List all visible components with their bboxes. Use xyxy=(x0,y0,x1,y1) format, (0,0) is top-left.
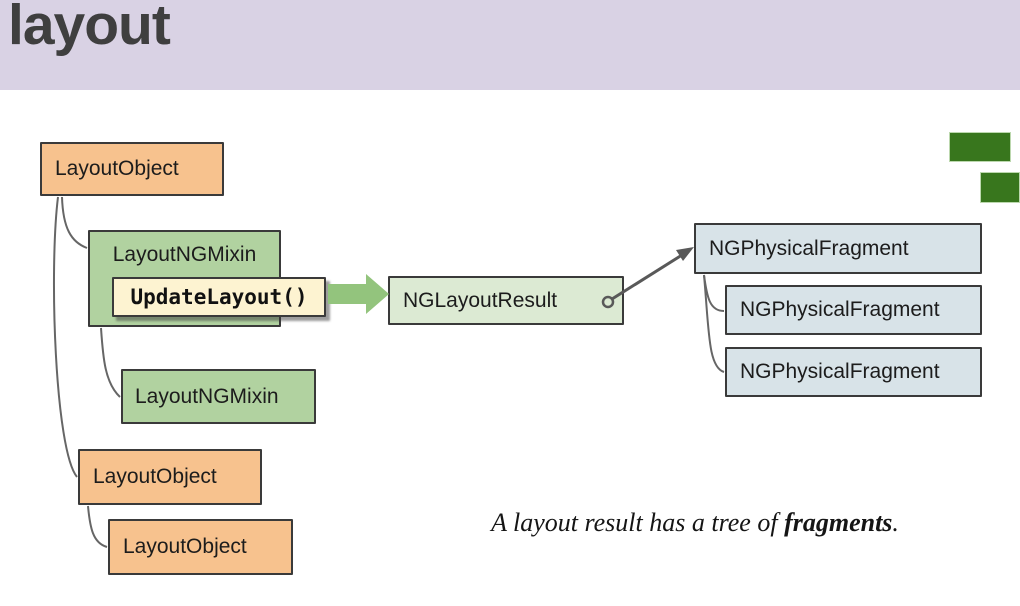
slide-caption: A layout result has a tree of fragments. xyxy=(420,508,970,538)
node-label: NGLayoutResult xyxy=(403,288,558,312)
accent-rectangle-2 xyxy=(980,172,1020,203)
node-update-layout-method: UpdateLayout() xyxy=(112,277,326,317)
node-ng-layout-result: NGLayoutResult xyxy=(388,276,624,325)
node-label: NGPhysicalFragment xyxy=(709,236,909,260)
node-layout-ng-mixin-child: LayoutNGMixin xyxy=(121,369,316,424)
connector-root-to-child-object xyxy=(52,196,78,478)
slide-header: layout xyxy=(0,0,1020,90)
node-label: LayoutObject xyxy=(123,535,247,558)
node-label: LayoutObject xyxy=(55,157,179,180)
connector-mixin-to-child-mixin xyxy=(100,327,121,398)
node-label: NGPhysicalFragment xyxy=(740,360,940,383)
node-label: LayoutObject xyxy=(93,465,217,488)
page-title: layout xyxy=(8,0,171,57)
block-arrow-icon xyxy=(328,274,389,314)
node-label: LayoutNGMixin xyxy=(112,243,257,266)
caption-emphasis: fragments xyxy=(784,508,893,537)
connector-fragment-to-child2 xyxy=(703,274,725,373)
node-layout-object-root: LayoutObject xyxy=(40,142,224,196)
connector-root-to-mixin xyxy=(61,196,88,249)
node-layout-object-child: LayoutObject xyxy=(78,449,262,505)
node-label: NGPhysicalFragment xyxy=(740,298,940,321)
caption-prefix: A layout result has a tree of xyxy=(491,508,785,537)
node-label: LayoutNGMixin xyxy=(135,384,279,408)
arrowhead-icon xyxy=(676,247,694,261)
caption-suffix: . xyxy=(892,508,899,537)
node-ng-physical-fragment-root: NGPhysicalFragment xyxy=(694,223,982,274)
node-ng-physical-fragment-child-2: NGPhysicalFragment xyxy=(725,347,982,397)
connector-object-to-grandchild xyxy=(87,505,108,548)
node-label: UpdateLayout() xyxy=(130,285,308,309)
node-layout-object-grandchild: LayoutObject xyxy=(108,519,293,575)
connector-fragment-to-child1 xyxy=(703,274,725,312)
node-ng-physical-fragment-child-1: NGPhysicalFragment xyxy=(725,285,982,335)
accent-rectangle-1 xyxy=(949,132,1011,162)
